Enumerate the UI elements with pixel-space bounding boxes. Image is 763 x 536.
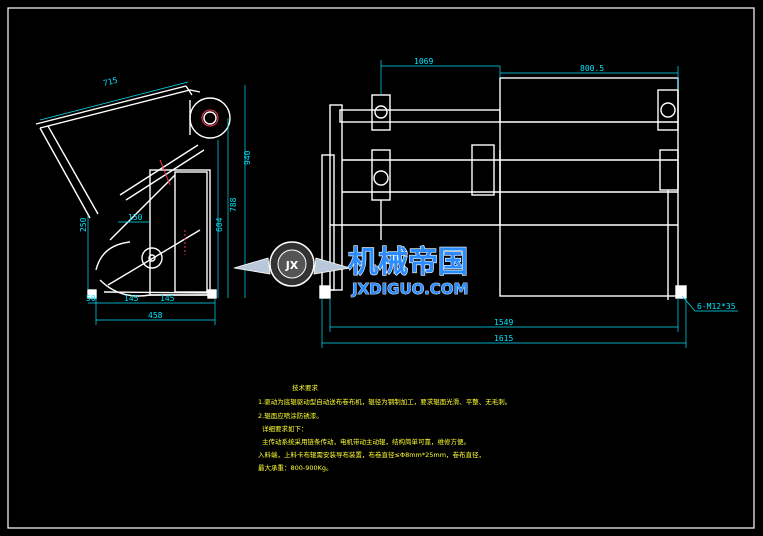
dim-side-bottom-c: 145 [160, 294, 175, 303]
bolt-callout: 6-M12*35 [697, 302, 736, 311]
dim-front-inner-width: 1549 [494, 318, 513, 327]
notes-line-1: 1.驱动为底辊驱动型自动送布卷布机，辊径为钢制加工，要求辊面光滑、平整、无毛刺。 [258, 397, 511, 406]
dim-front-top-left: 1069 [414, 57, 433, 66]
watermark-en: JXDIGUO.COM [351, 280, 468, 298]
dim-side-inner-width: 150 [128, 213, 143, 222]
dim-side-bottom-a: 50 [86, 294, 96, 303]
emblem-text: JX [285, 259, 299, 272]
dim-side-bottom-b: 145 [124, 294, 139, 303]
side-view-accents [159, 109, 219, 255]
watermark-cn: 机械帝国 [348, 245, 468, 280]
side-view [35, 85, 231, 299]
front-view-dimension-lines [321, 60, 738, 348]
watermark-logo: JX 机械帝国 JXDIGUO.COM [233, 241, 469, 298]
notes-line-4: 主传动系统采用链条传动，电机带动主动辊，结构简单可靠，维修方便。 [262, 437, 470, 446]
front-view [319, 77, 687, 300]
dim-side-height-inner: 604 [215, 217, 224, 232]
notes-line-6: 最大承重：800-900Kg。 [258, 463, 333, 472]
notes-line-2: 2.辊面应喷涂防锈漆。 [258, 411, 323, 420]
dim-front-top-right: 800.5 [580, 64, 604, 73]
notes-line-5: 入料端，上料卡布辊需安装导布装置，布卷直径≤Φ8mm*25mm，卷布直径， [258, 450, 485, 459]
dim-side-height-mid: 788 [229, 197, 238, 212]
notes-title: 技术要求 [292, 383, 319, 392]
dim-side-height-overall: 940 [243, 150, 252, 165]
side-view-dimension-lines [39, 81, 246, 325]
dim-side-top: 715 [102, 76, 118, 88]
dim-side-bottom-total: 458 [148, 311, 163, 320]
gear-emblem-icon: JX [233, 241, 351, 287]
dim-side-left-height: 250 [79, 217, 88, 232]
notes-line-3: 详细要求如下： [262, 424, 308, 433]
technical-notes: 技术要求 1.驱动为底辊驱动型自动送布卷布机，辊径为钢制加工，要求辊面光滑、平整… [258, 383, 511, 472]
drawing-border [7, 7, 755, 529]
dim-front-overall-width: 1615 [494, 334, 513, 343]
